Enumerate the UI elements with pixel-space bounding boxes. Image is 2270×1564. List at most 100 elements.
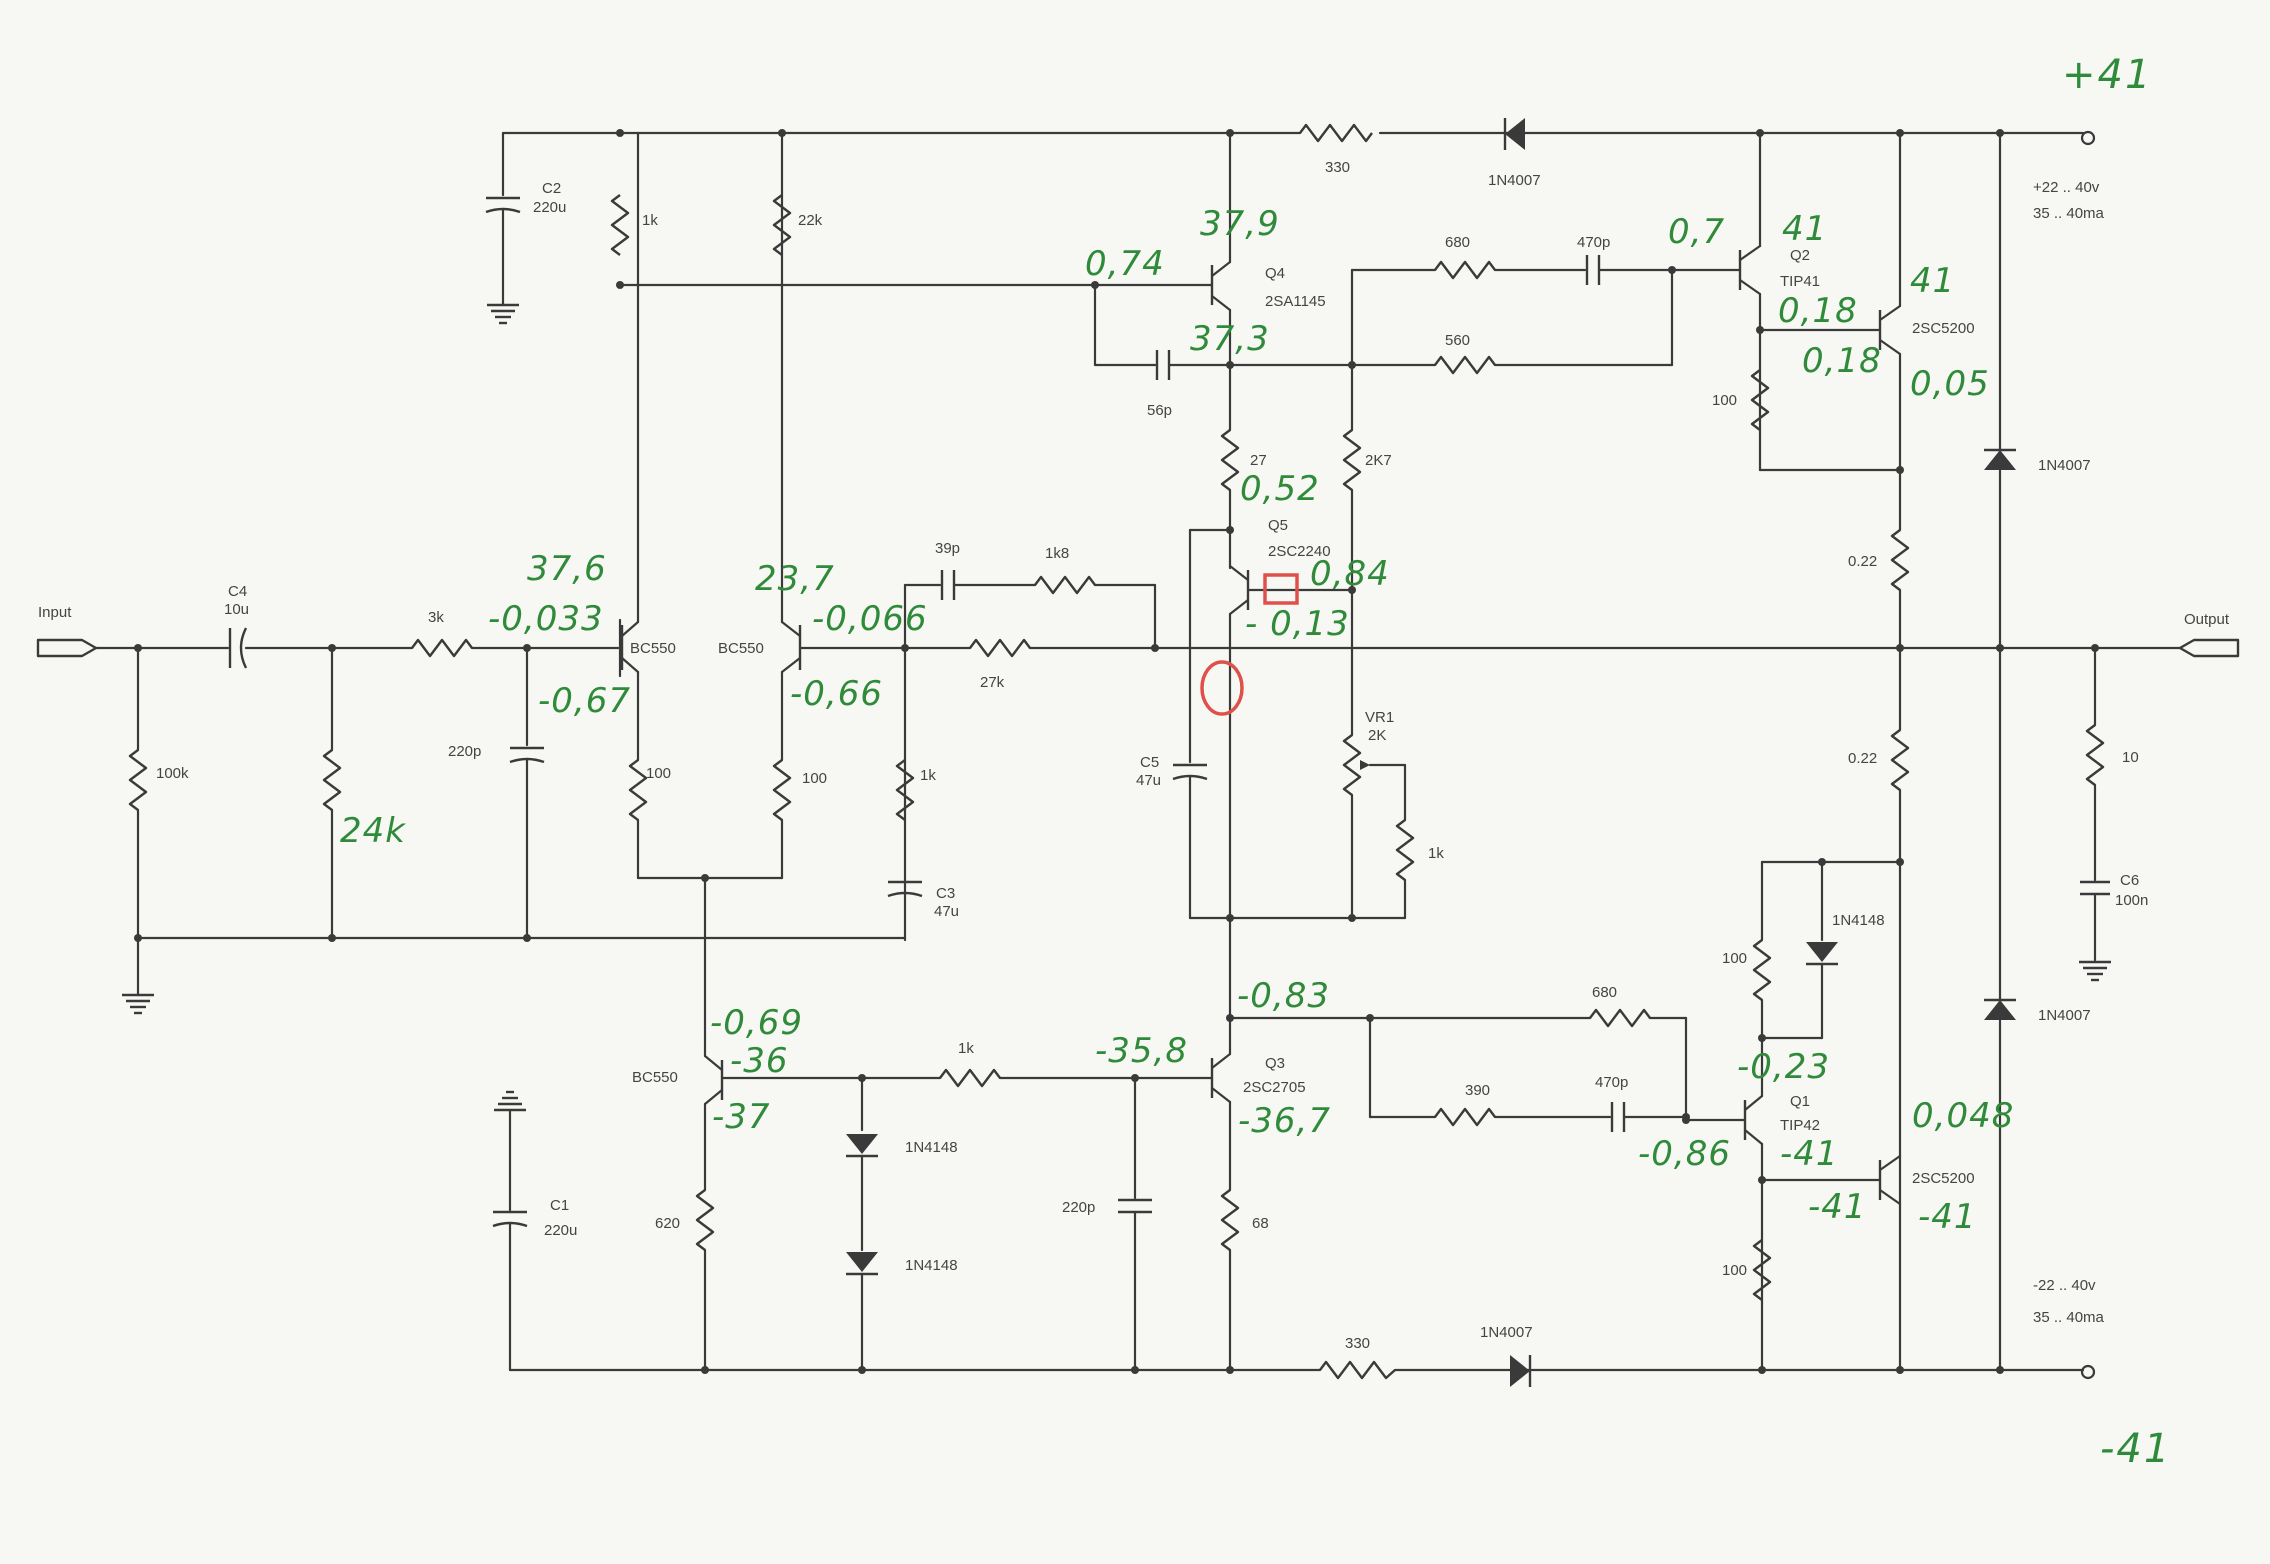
input-connector[interactable] — [36, 638, 98, 658]
qbot-base-voltage: -41 — [1808, 1187, 1867, 1227]
positive-terminal — [2080, 130, 2096, 146]
q2-collector-voltage: 41 — [1782, 209, 1827, 249]
c6-label: C6 — [2120, 872, 2139, 889]
ground-symbol-output — [2079, 960, 2111, 982]
in-right-collector-voltage: 23,7 — [755, 559, 835, 599]
c470p-top-label: 470p — [1577, 234, 1610, 251]
q4-label: Q4 — [1265, 265, 1285, 282]
r1k8-label: 1k8 — [1045, 545, 1069, 562]
cs-collector-voltage: -0,69 — [710, 1003, 803, 1043]
q3-emitter-voltage: -36,7 — [1238, 1101, 1331, 1141]
qbot-emitter-voltage: -41 — [1918, 1197, 1977, 1237]
ground-symbol-input — [122, 993, 154, 1015]
d1n4148a-label: 1N4148 — [905, 1139, 958, 1156]
r22k-label: 22k — [798, 212, 823, 229]
r10-label: 10 — [2122, 749, 2139, 766]
q3-part: 2SC2705 — [1243, 1079, 1306, 1096]
q3-label: Q3 — [1265, 1055, 1285, 1072]
diode-1n4007-top — [1503, 118, 1525, 150]
resistor-100-left — [628, 759, 648, 821]
c3-label: C3 — [936, 885, 955, 902]
r1k-top-label: 1k — [642, 212, 658, 229]
output-label: Output — [2184, 611, 2230, 628]
in-left-collector-voltage: 37,6 — [527, 549, 607, 589]
d-right-bot-label: 1N4007 — [2038, 1007, 2091, 1024]
diode-1n4148-a — [846, 1134, 878, 1158]
r100-left-label: 100 — [646, 765, 671, 782]
resistor-330-bottom — [1319, 1360, 1396, 1380]
c1-label: C1 — [550, 1197, 569, 1214]
q2-part: TIP41 — [1780, 273, 1820, 290]
r390-label: 390 — [1465, 1082, 1490, 1099]
q1-collector-voltage: -0,23 — [1737, 1047, 1830, 1087]
output-top — [1738, 131, 2111, 1372]
r620-label: 620 — [655, 1215, 680, 1232]
r560-label: 560 — [1445, 332, 1470, 349]
r330-bottom-label: 330 — [1345, 1335, 1370, 1352]
q1-base-voltage: -0,86 — [1638, 1134, 1731, 1174]
r1k-fb-label: 1k — [920, 767, 936, 784]
q4-emitter-voltage: 37,9 — [1200, 204, 1280, 244]
diode-1n4148-b — [846, 1252, 878, 1276]
bc550-cs-label: BC550 — [632, 1069, 678, 1086]
q1-part: TIP42 — [1780, 1117, 1820, 1134]
resistor-680-bottom — [1589, 1008, 1651, 1028]
vr1-label: VR1 — [1365, 709, 1394, 726]
in-right-base-voltage: -0,066 — [812, 599, 928, 639]
q5-emitter-voltage: - 0,13 — [1245, 604, 1350, 644]
q5-base-voltage: 0,84 — [1310, 554, 1390, 594]
r100k-label: 100k — [156, 765, 189, 782]
r680-top-label: 680 — [1445, 234, 1470, 251]
q1-label: Q1 — [1790, 1093, 1810, 1110]
r2k7-label: 2K7 — [1365, 452, 1392, 469]
voltage-annotations: +41 -41 37,9 0,74 37,3 0,7 41 0,18 41 0,… — [340, 52, 2169, 1472]
qbot-part: 2SC5200 — [1912, 1170, 1975, 1187]
resistor-22k — [772, 194, 792, 256]
supply-neg-current: 35 .. 40ma — [2033, 1309, 2105, 1326]
c220p-mid-label: 220p — [1062, 1199, 1095, 1216]
r1k-mid-label: 1k — [958, 1040, 974, 1057]
resistor-1k-mid — [939, 1068, 1001, 1088]
diode-1n4148-c — [1806, 942, 1838, 966]
potentiometer-vr1[interactable] — [1342, 734, 1362, 796]
resistor-022-bottom — [1890, 729, 1910, 791]
c5-value: 47u — [1136, 772, 1161, 789]
diode-1n4007-right-top — [1984, 448, 2016, 470]
resistor-1k-feedback — [895, 759, 915, 821]
resistor-560 — [1434, 355, 1496, 375]
output-connector[interactable] — [2178, 638, 2240, 658]
c2-label: C2 — [542, 180, 561, 197]
rail-pos-annotation: +41 — [2062, 52, 2152, 98]
resistor-022-top — [1890, 529, 1910, 591]
resistor-3k — [411, 638, 473, 658]
q5-label: Q5 — [1268, 517, 1288, 534]
q2-label: Q2 — [1790, 247, 1810, 264]
c39p-label: 39p — [935, 540, 960, 557]
d-bottom-label: 1N4007 — [1480, 1324, 1533, 1341]
diode-1n4007-bottom — [1510, 1355, 1532, 1387]
r022a-label: 0.22 — [1848, 553, 1877, 570]
resistor-10 — [2085, 724, 2105, 786]
ground-symbol-c2 — [487, 303, 519, 325]
r680-bottom-label: 680 — [1592, 984, 1617, 1001]
r27k-fb-label: 27k — [980, 674, 1005, 691]
c4-label: C4 — [228, 583, 247, 600]
q5-part: 2SC2240 — [1268, 543, 1331, 560]
supply-pos: +22 .. 40v — [2033, 179, 2100, 196]
component-labels: Input Output C4 10u 3k 100k 220p BC550 B… — [38, 159, 2230, 1352]
q2-emitter-voltage: 0,18 — [1778, 291, 1858, 331]
resistor-620 — [695, 1189, 715, 1251]
d1n4148c-label: 1N4148 — [1832, 912, 1885, 929]
c5-label: C5 — [1140, 754, 1159, 771]
r330-top-label: 330 — [1325, 159, 1350, 176]
qtop-part: 2SC5200 — [1912, 320, 1975, 337]
resistor-330-top — [1299, 123, 1373, 143]
r100-top-label: 100 — [1712, 392, 1737, 409]
c6-value: 100n — [2115, 892, 2148, 909]
resistor-100-q1b — [1752, 1239, 1772, 1301]
qtop-emitter-voltage: 0,05 — [1910, 364, 1990, 404]
r022b-label: 0.22 — [1848, 750, 1877, 767]
qbot-collector-voltage: 0,048 — [1912, 1096, 2014, 1136]
